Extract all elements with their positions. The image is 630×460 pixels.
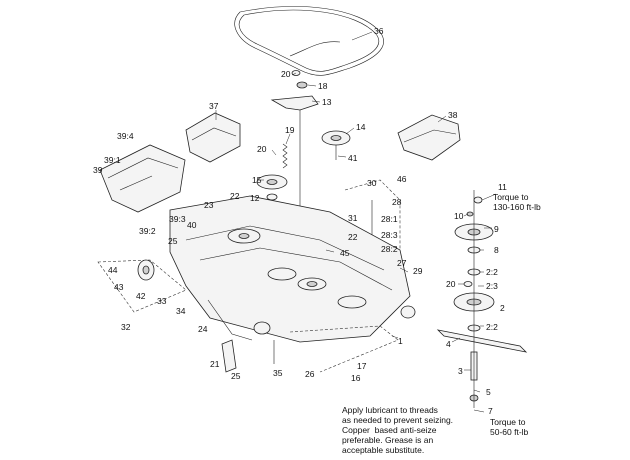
callout-43: 43 (114, 282, 124, 292)
callout-28: 28 (392, 197, 402, 207)
callout-3: 3 (458, 366, 463, 376)
callout-35: 35 (273, 368, 283, 378)
caster-wheel-part (137, 259, 155, 281)
deck-shield-part (99, 144, 186, 213)
idler-arm-part (270, 95, 319, 220)
callout-24: 24 (198, 324, 208, 334)
callout-39-1: 39:1 (104, 155, 121, 165)
callout-7: 7 (488, 406, 493, 416)
callout-15: 15 (252, 175, 262, 185)
callout-5: 5 (486, 387, 491, 397)
callout-29: 29 (413, 266, 423, 276)
callout-40: 40 (187, 220, 197, 230)
callout-21: 21 (210, 359, 220, 369)
washer-part (291, 70, 308, 89)
callout-22: 22 (230, 191, 240, 201)
callout-22: 22 (348, 232, 358, 242)
callout-39: 39 (93, 165, 103, 175)
spindle-assembly-part (436, 190, 528, 408)
callout-2-2: 2:2 (486, 322, 498, 332)
callout-8: 8 (494, 245, 499, 255)
callout-12: 12 (250, 193, 260, 203)
torque-note-upper: Torque to 130-160 ft-lb (493, 192, 541, 212)
callout-20: 20 (446, 279, 456, 289)
left-belt-cover-part (185, 112, 241, 163)
spring-part (282, 143, 288, 169)
callout-32: 32 (121, 322, 131, 332)
callout-2: 2 (500, 303, 505, 313)
callout-46: 46 (397, 174, 407, 184)
callout-28-2: 28:2 (381, 244, 398, 254)
mower-deck-part (169, 195, 416, 343)
callout-14: 14 (356, 122, 366, 132)
callout-26: 26 (305, 369, 315, 379)
callout-39-4: 39:4 (117, 131, 134, 141)
callout-16: 16 (351, 373, 361, 383)
callout-11: 11 (498, 182, 507, 192)
callout-25: 25 (231, 371, 241, 381)
callout-31: 31 (348, 213, 358, 223)
deck-pulley-part (256, 174, 288, 201)
callout-23: 23 (204, 200, 214, 210)
callout-19: 19 (285, 125, 295, 135)
callout-17: 17 (357, 361, 367, 371)
callout-33: 33 (157, 296, 167, 306)
callout-36: 36 (374, 26, 384, 36)
callout-45: 45 (340, 248, 350, 258)
callout-28-1: 28:1 (381, 214, 398, 224)
callout-39-3: 39:3 (169, 214, 186, 224)
callout-labels: 36 20 18 13 37 38 14 19 39:4 39:1 39 20 … (93, 26, 507, 416)
lubricant-note: Apply lubricant to threads as needed to … (342, 405, 454, 455)
anti-scalp-bracket-part (221, 339, 275, 373)
torque-note-lower: Torque to 50-60 ft-lb (490, 417, 529, 437)
callout-2-3: 2:3 (486, 281, 498, 291)
idler-pulley-part (321, 130, 351, 160)
callout-37: 37 (209, 101, 219, 111)
callout-41: 41 (348, 153, 358, 163)
callout-4: 4 (446, 339, 451, 349)
callout-20: 20 (281, 69, 291, 79)
callout-9: 9 (494, 224, 499, 234)
leader-lines (215, 31, 497, 413)
callout-18: 18 (318, 81, 328, 91)
callout-42: 42 (136, 291, 146, 301)
callout-34: 34 (176, 306, 186, 316)
callout-2-2: 2:2 (486, 267, 498, 277)
callout-10: 10 (454, 211, 464, 221)
right-belt-cover-part (397, 114, 461, 161)
callout-1: 1 (398, 336, 403, 346)
callout-27: 27 (397, 258, 407, 268)
callout-28-3: 28:3 (381, 230, 398, 240)
callout-44: 44 (108, 265, 118, 275)
callout-20: 20 (257, 144, 267, 154)
callout-39-2: 39:2 (139, 226, 156, 236)
callout-25: 25 (168, 236, 178, 246)
drive-belt-part (234, 6, 384, 76)
callout-30: 30 (367, 178, 377, 188)
callout-38: 38 (448, 110, 458, 120)
callout-13: 13 (322, 97, 332, 107)
